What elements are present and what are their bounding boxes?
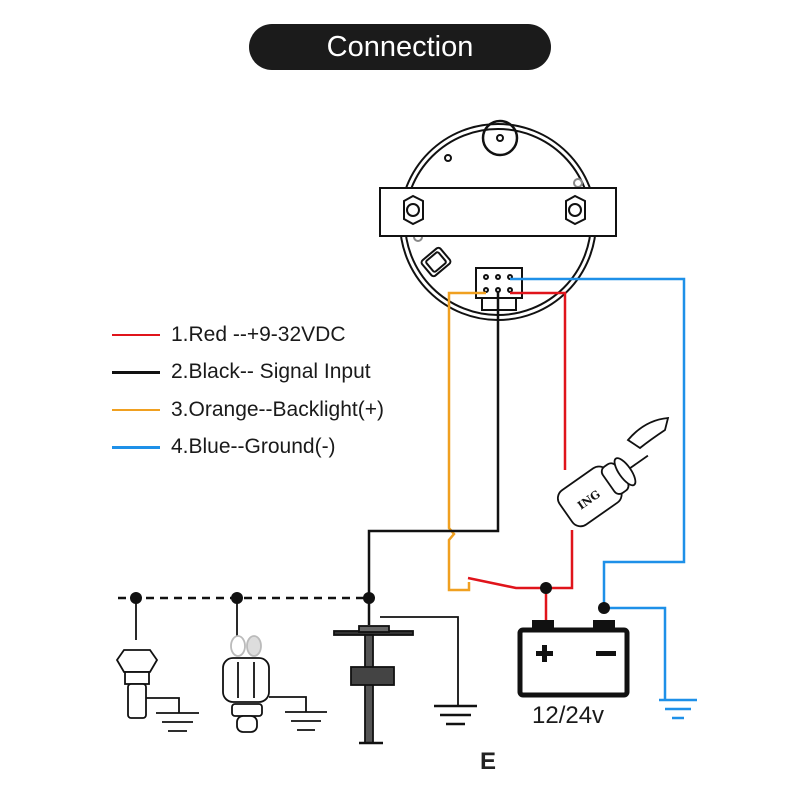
legend-label: 3.Orange--Backlight(+) bbox=[171, 397, 385, 421]
legend-swatch bbox=[112, 371, 160, 374]
legend-swatch bbox=[112, 446, 160, 449]
legend-label: 1.Red --+9-32VDC bbox=[171, 322, 346, 346]
battery-body bbox=[517, 627, 630, 698]
temperature-sensor bbox=[115, 598, 199, 732]
wire-red bbox=[510, 291, 567, 470]
wire-orange bbox=[447, 291, 486, 592]
battery-terminal-positive bbox=[532, 620, 554, 630]
wire-red-battery bbox=[467, 530, 574, 590]
junction-dot bbox=[540, 582, 552, 594]
oil-pressure-sensor bbox=[222, 598, 327, 733]
legend-item-red: 1.Red --+9-32VDC bbox=[112, 316, 384, 354]
junction-dot bbox=[598, 602, 610, 614]
gauge-back bbox=[379, 119, 617, 321]
connector-pin bbox=[483, 274, 489, 280]
minus-icon bbox=[596, 651, 616, 656]
legend-label: 4.Blue--Ground(-) bbox=[171, 435, 336, 459]
wire-blue bbox=[510, 277, 686, 700]
fuel-level-sender bbox=[333, 598, 477, 745]
battery bbox=[517, 620, 630, 698]
gauge-bulb-socket bbox=[420, 246, 452, 278]
ignition-switch: ING bbox=[556, 416, 670, 528]
wire-legend: 1.Red --+9-32VDC 2.Black-- Signal Input … bbox=[112, 316, 384, 466]
gauge-center-boss bbox=[481, 119, 519, 157]
title-banner: Connection bbox=[249, 24, 551, 70]
battery-terminal-negative bbox=[593, 620, 615, 630]
hand-icon bbox=[626, 416, 670, 450]
bracket-nut-left-hole bbox=[406, 203, 420, 217]
legend-item-black: 2.Black-- Signal Input bbox=[112, 354, 384, 392]
ground-symbol-blue bbox=[659, 698, 697, 720]
diagram-variant-letter: E bbox=[480, 748, 497, 775]
gauge-screw bbox=[573, 178, 583, 188]
title-text: Connection bbox=[326, 30, 474, 63]
legend-item-orange: 3.Orange--Backlight(+) bbox=[112, 391, 384, 429]
bracket-nut-right-hole bbox=[568, 203, 582, 217]
gauge-small-hole bbox=[444, 154, 452, 162]
wire-black bbox=[367, 292, 500, 598]
legend-label: 2.Black-- Signal Input bbox=[171, 360, 371, 384]
connector-pin bbox=[495, 274, 501, 280]
plus-icon bbox=[542, 645, 547, 662]
gauge-center-hole bbox=[496, 134, 504, 142]
bracket-nut-right bbox=[565, 194, 586, 226]
legend-item-blue: 4.Blue--Ground(-) bbox=[112, 429, 384, 467]
battery-voltage-label: 12/24v bbox=[532, 702, 605, 729]
legend-swatch bbox=[112, 408, 160, 411]
bracket-nut-left bbox=[403, 194, 424, 226]
legend-swatch bbox=[112, 333, 160, 336]
